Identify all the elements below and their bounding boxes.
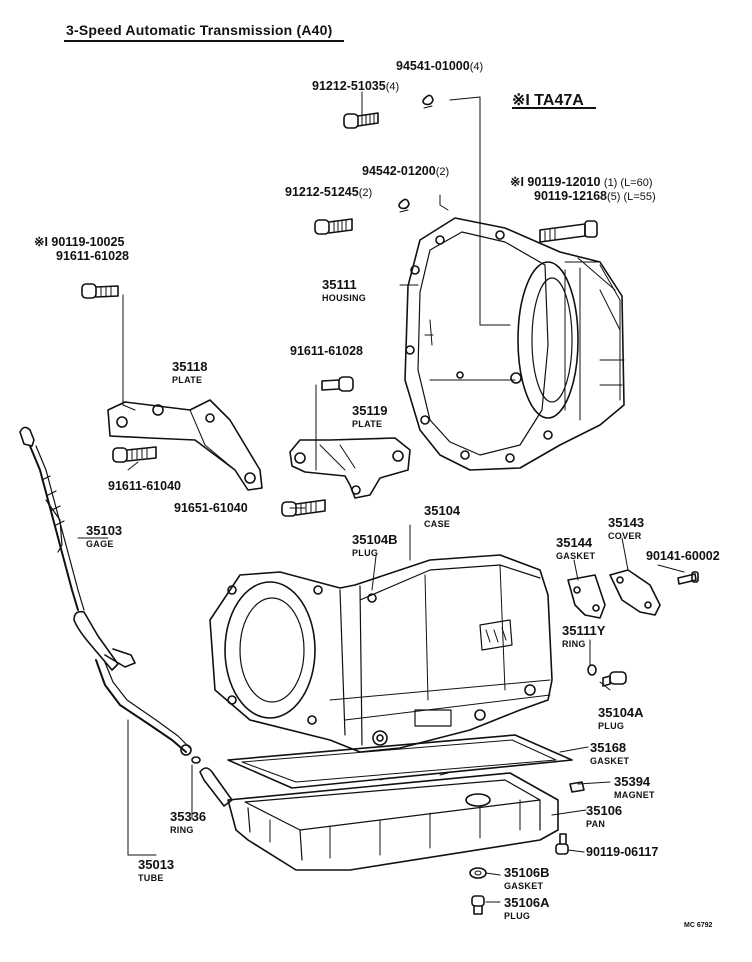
label-91611-61028-a: 91611-61028 — [56, 249, 129, 263]
variant-note: ※I TA47A — [512, 92, 584, 109]
ring-35111y — [587, 664, 597, 676]
gasket-35106b — [469, 867, 487, 879]
bolt-90119-10025 — [81, 283, 119, 299]
variant-note-underline — [512, 107, 596, 109]
bolt-91611-61028-b — [321, 376, 354, 392]
oil-pan-35106 — [227, 772, 559, 871]
bolt-91611-61040-a — [112, 446, 157, 463]
label-91651-61040: 91651-61040 — [174, 501, 248, 515]
filler-tube-35013 — [73, 610, 192, 756]
ring-35336 — [191, 756, 233, 807]
magnet-35394 — [569, 781, 585, 793]
label-94542: 94542-01200(2) — [362, 164, 450, 179]
washer-94542-01200 — [398, 198, 410, 213]
label-90119-12010: ※I 90119-12010 (1) (L=60) — [510, 175, 653, 190]
label-91611-61028-b: 91611-61028 — [290, 344, 363, 358]
label-94541: 94541-01000(4) — [396, 59, 484, 74]
label-90119-06117: 90119-06117 — [586, 845, 659, 859]
oil-pan-gasket-35168 — [227, 734, 573, 789]
plug-35106a — [471, 895, 485, 915]
dipstick-gage-35103 — [19, 426, 85, 611]
plate-35119 — [289, 437, 411, 499]
cover-35143 — [609, 569, 661, 616]
bolt-91651-61040 — [281, 499, 326, 517]
leader-lines — [77, 91, 685, 903]
bolt-91212-51245 — [314, 218, 353, 235]
label-90119-12168: 90119-12168(5) (L=55) — [534, 189, 656, 204]
bolt-90119-06117 — [555, 833, 569, 855]
gasket-35144 — [567, 574, 606, 619]
plate-35118 — [107, 399, 263, 491]
label-90141-60002: 90141-60002 — [646, 549, 720, 563]
bolt-90141-60002 — [677, 571, 699, 585]
diagram-title: 3-Speed Automatic Transmission (A40) — [66, 22, 333, 38]
bolt-91212-51035 — [343, 112, 379, 129]
bell-housing-35111 — [404, 217, 625, 471]
label-91212-51035: 91212-51035(4) — [312, 79, 400, 94]
bolt-90119-12010 — [539, 220, 598, 243]
transmission-case-35104 — [209, 554, 553, 753]
washer-94541-01000 — [422, 94, 434, 109]
title-underline — [64, 40, 344, 42]
label-90119-10025: ※I 90119-10025 — [34, 235, 125, 249]
label-91611-61040: 91611-61040 — [108, 479, 181, 493]
drawing-code: MC 6792 — [684, 922, 713, 929]
label-91212-51245: 91212-51245(2) — [285, 185, 373, 200]
plug-35104a — [602, 671, 627, 687]
